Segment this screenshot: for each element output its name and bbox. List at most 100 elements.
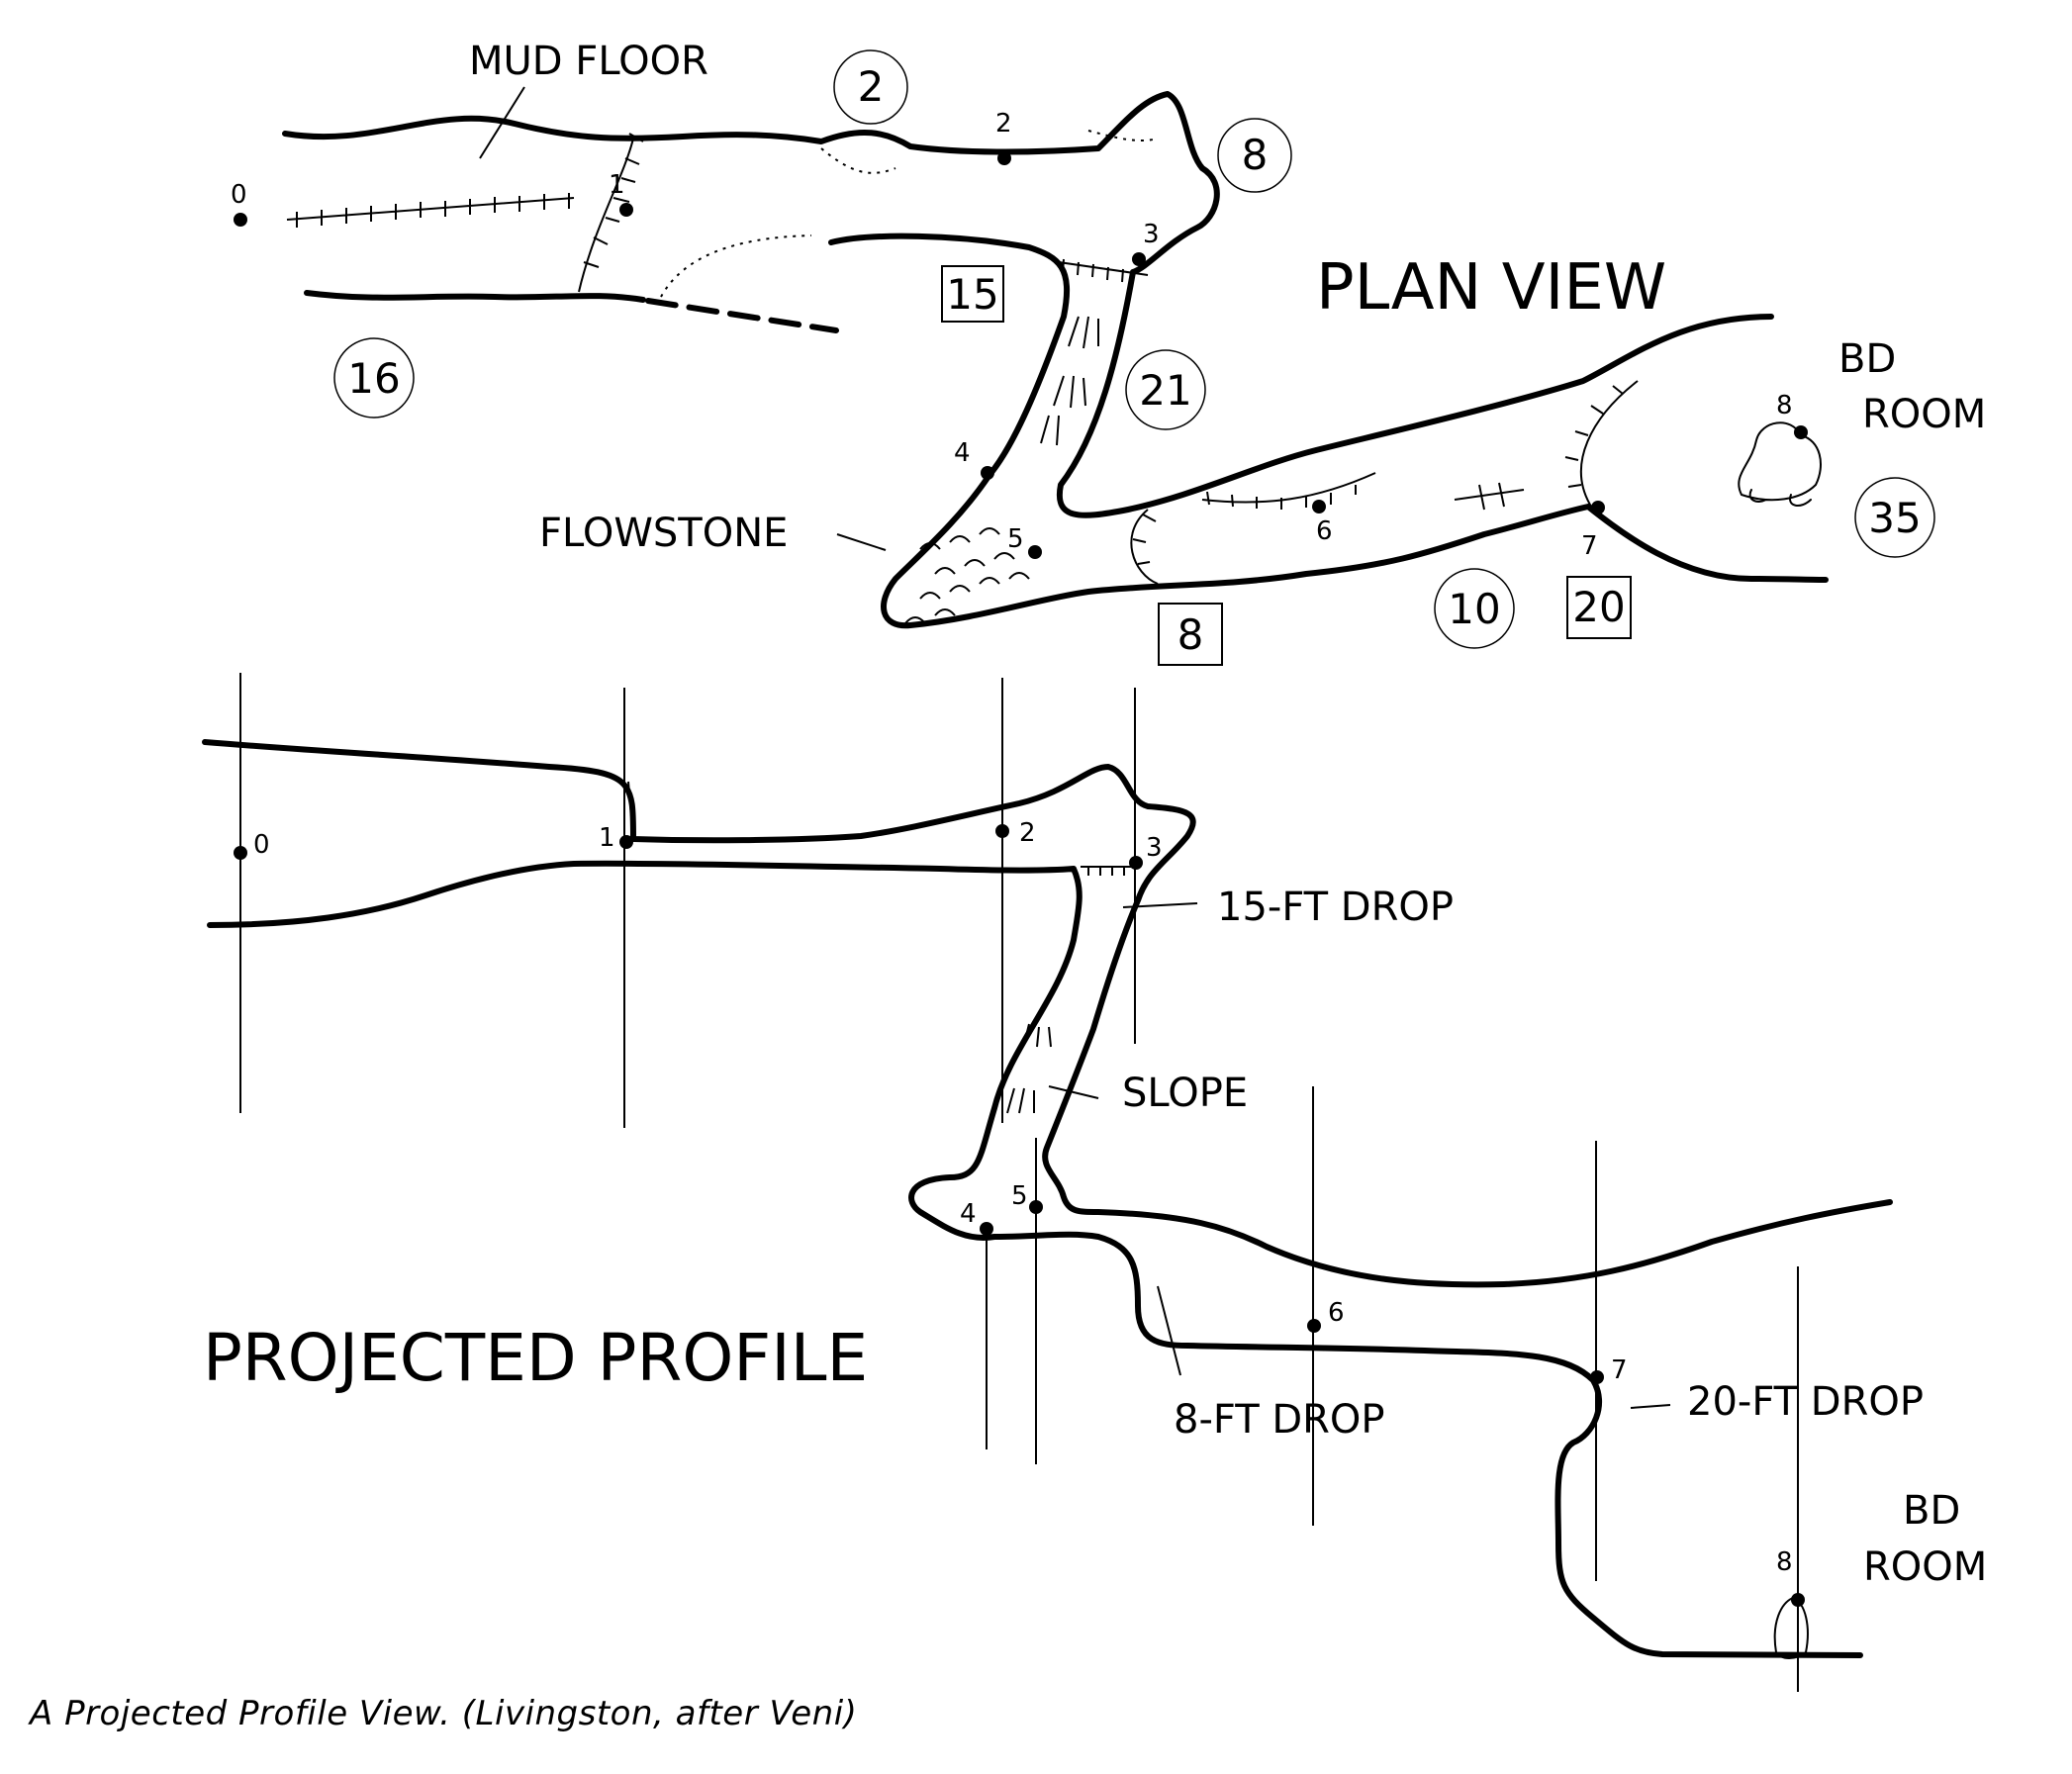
plan-station-label-7: 7 xyxy=(1581,531,1598,561)
profile-title: PROJECTED PROFILE xyxy=(203,1320,868,1396)
plan-wall-dashed xyxy=(645,298,839,333)
plan-room-room: ROOM xyxy=(1862,392,1986,437)
profile-station-7 xyxy=(1590,1370,1604,1384)
plan-circle-label-35: 35 xyxy=(1868,494,1921,542)
profile-breakdown-boulder xyxy=(1773,1596,1809,1659)
profile-station-4 xyxy=(980,1222,993,1236)
plan-station-3 xyxy=(1132,252,1146,266)
plan-wall-inner xyxy=(828,233,1829,629)
plan-station-5 xyxy=(1028,545,1042,559)
plan-slope-marks xyxy=(1040,316,1099,446)
profile-stations: 0 1 2 3 4 5 6 7 8 xyxy=(234,818,1805,1607)
plan-ledge-2 xyxy=(820,147,896,174)
plan-circle-label-8: 8 xyxy=(1242,131,1269,179)
plan-circle-label-10: 10 xyxy=(1448,585,1500,633)
profile-view: PROJECTED PROFILE 15-FT DROP SLOPE 8-FT … xyxy=(202,673,1987,1692)
plan-ledge xyxy=(660,234,812,298)
plan-view: PLAN VIEW MUD FLOOR FLOWSTONE BD ROOM 0 … xyxy=(231,39,1986,666)
profile-label-drop15: 15-FT DROP xyxy=(1217,885,1454,930)
profile-ceiling-tick-1 xyxy=(627,781,634,840)
profile-station-3 xyxy=(1129,856,1143,870)
profile-label-drop20: 20-FT DROP xyxy=(1687,1379,1924,1425)
profile-station-0 xyxy=(234,846,247,860)
plan-circle-8 xyxy=(1217,118,1292,193)
plan-station-label-0: 0 xyxy=(231,180,247,210)
plan-station-1 xyxy=(619,203,633,217)
plan-drop-ticks xyxy=(578,133,644,293)
profile-station-label-5: 5 xyxy=(1011,1181,1028,1211)
plan-circle-10 xyxy=(1434,568,1515,649)
profile-station-label-7: 7 xyxy=(1611,1355,1628,1385)
plan-wall-upper xyxy=(282,91,1774,518)
plan-title: PLAN VIEW xyxy=(1316,251,1666,325)
plan-circle-2 xyxy=(833,49,908,125)
plan-drop-20 xyxy=(1564,380,1639,511)
figure-caption: A Projected Profile View. (Livingston, a… xyxy=(30,1694,858,1733)
plan-station-label-4: 4 xyxy=(954,438,971,468)
profile-station-6 xyxy=(1307,1319,1321,1333)
profile-station-label-1: 1 xyxy=(599,823,615,853)
profile-station-label-6: 6 xyxy=(1328,1298,1345,1328)
plan-circle-label-21: 21 xyxy=(1139,366,1191,415)
plan-ledge-6 xyxy=(1201,472,1376,510)
plan-circle-label-16: 16 xyxy=(347,354,400,403)
plan-station-6 xyxy=(1312,500,1326,514)
plan-box-8 xyxy=(1158,603,1223,666)
plan-box-label-8: 8 xyxy=(1177,610,1204,659)
plan-station-label-2: 2 xyxy=(995,109,1012,139)
profile-leader-slope xyxy=(1048,1085,1099,1099)
profile-station-1 xyxy=(619,835,633,849)
plan-circle-35 xyxy=(1854,477,1935,558)
plan-breakdown-boulders xyxy=(1738,421,1822,507)
plan-wall-lower xyxy=(304,290,646,303)
plan-leader-flowstone xyxy=(836,533,887,551)
plan-station-label-5: 5 xyxy=(1007,524,1024,554)
plan-station-label-3: 3 xyxy=(1143,220,1160,249)
profile-station-8 xyxy=(1791,1593,1805,1607)
plan-station-0 xyxy=(234,213,247,227)
profile-station-label-8: 8 xyxy=(1776,1547,1793,1577)
profile-station-label-0: 0 xyxy=(253,830,270,860)
plan-box-15 xyxy=(941,265,1004,323)
plan-circle-21 xyxy=(1125,349,1206,430)
profile-leader-drop15 xyxy=(1122,902,1198,908)
plan-station-label-6: 6 xyxy=(1316,516,1333,546)
profile-drop15-hachure xyxy=(1081,866,1138,876)
plan-stations: 0 1 2 3 4 5 6 7 8 xyxy=(231,109,1808,561)
plan-flowstone-pattern xyxy=(904,527,1030,624)
plan-circle-label-2: 2 xyxy=(858,62,885,111)
plan-circled-numbers: 2 8 16 21 10 35 xyxy=(333,49,1935,649)
plan-station-label-8: 8 xyxy=(1776,391,1793,420)
plan-station-label-1: 1 xyxy=(609,170,625,200)
profile-leader-drop20 xyxy=(1630,1404,1671,1409)
profile-label-drop8: 8-FT DROP xyxy=(1174,1397,1385,1443)
plan-room-bd: BD xyxy=(1838,336,1896,382)
profile-room-bd: BD xyxy=(1903,1488,1960,1534)
profile-leader-drop8 xyxy=(1157,1285,1181,1376)
plan-leader-mud-floor xyxy=(479,86,525,159)
profile-station-label-2: 2 xyxy=(1019,818,1036,848)
plan-station-2 xyxy=(997,151,1011,165)
plan-box-20 xyxy=(1566,576,1632,639)
plan-label-flowstone: FLOWSTONE xyxy=(539,511,788,556)
profile-floor xyxy=(207,860,1863,1658)
plan-station-7 xyxy=(1591,501,1605,514)
profile-ceiling xyxy=(202,739,1893,1288)
profile-room-room: ROOM xyxy=(1863,1544,1987,1590)
plan-station-8 xyxy=(1794,425,1808,439)
plan-label-mud-floor: MUD FLOOR xyxy=(469,39,708,84)
plan-boxed-numbers: 15 8 20 xyxy=(941,265,1632,666)
plan-crossmark xyxy=(1454,482,1525,511)
plan-hachure-0-1 xyxy=(286,193,575,228)
plan-station-4 xyxy=(981,466,994,480)
profile-station-label-4: 4 xyxy=(960,1199,977,1229)
profile-station-label-3: 3 xyxy=(1146,833,1163,863)
plan-drop-15 xyxy=(1058,258,1149,283)
plan-circle-16 xyxy=(333,337,415,419)
profile-label-slope: SLOPE xyxy=(1122,1071,1248,1116)
profile-station-2 xyxy=(995,824,1009,838)
plan-box-label-15: 15 xyxy=(946,270,998,319)
profile-station-5 xyxy=(1029,1200,1043,1214)
